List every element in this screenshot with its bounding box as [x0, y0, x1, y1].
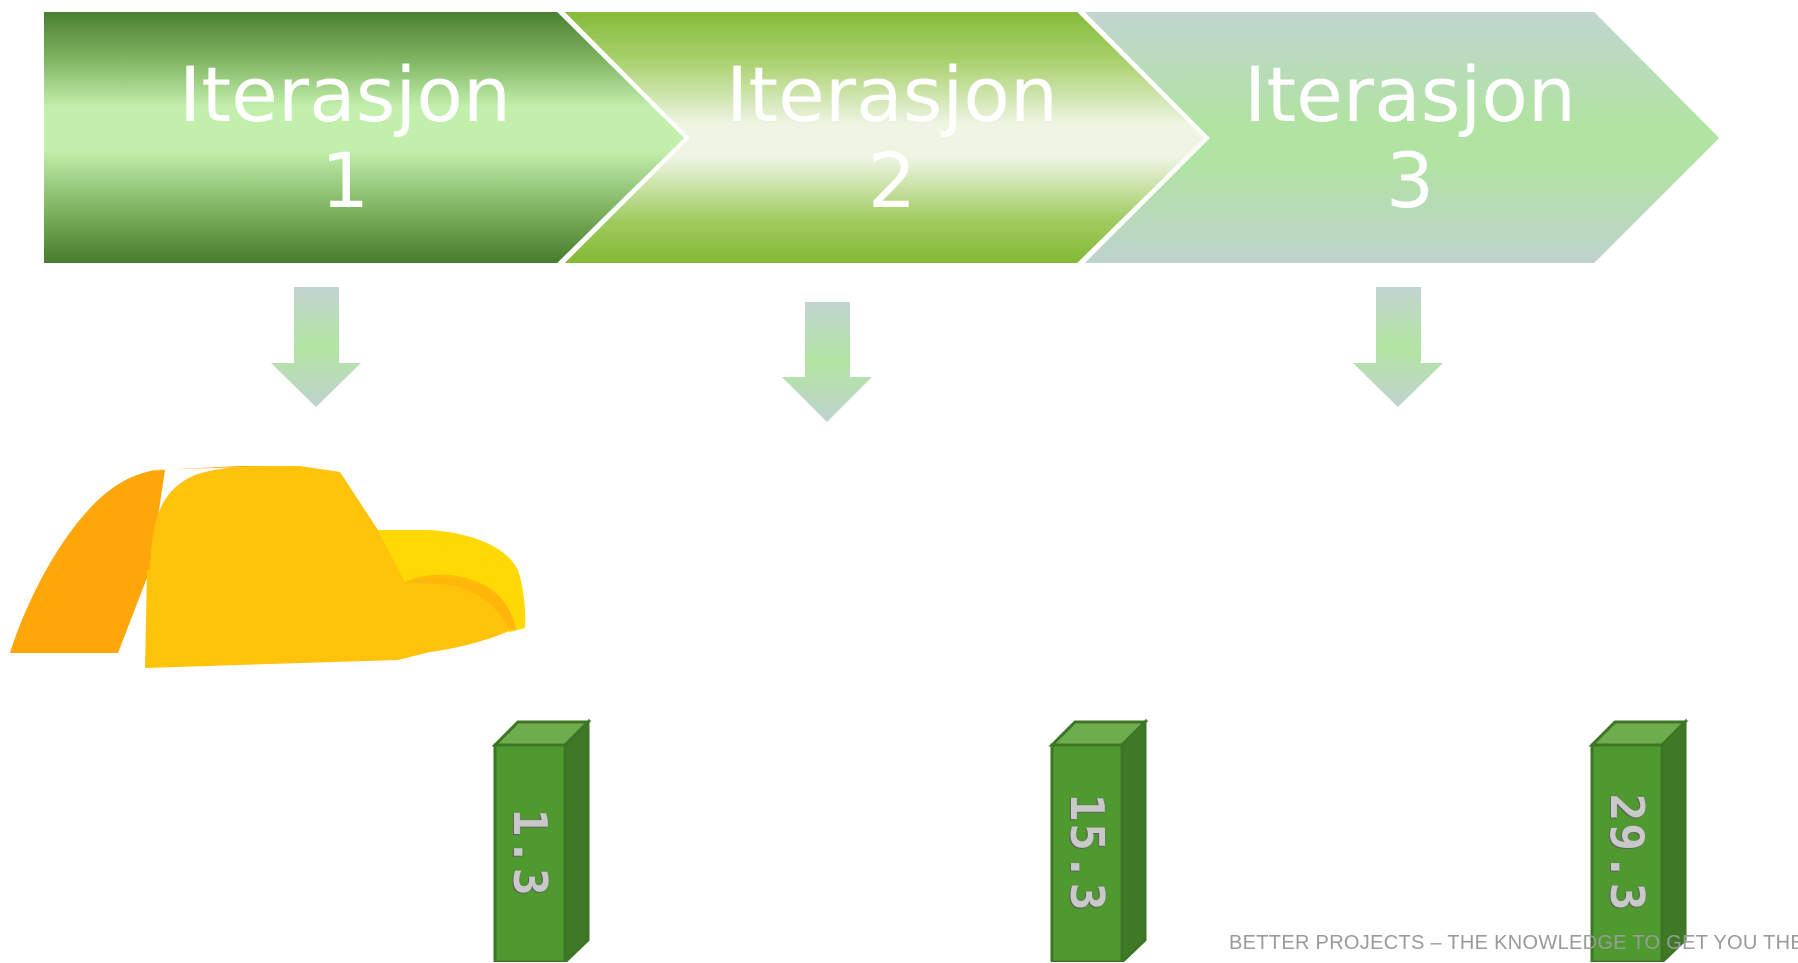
step-3-title: Iterasjon	[1243, 50, 1577, 139]
step-3-label: Iterasjon 3	[1230, 52, 1590, 224]
footer-tagline: BETTER PROJECTS – THE KNOWLEDGE TO GET Y…	[1229, 932, 1798, 954]
step-1-title: Iterasjon	[178, 50, 512, 139]
down-arrow-1-icon	[271, 287, 361, 407]
step-3-number: 3	[1385, 136, 1435, 225]
down-arrow-2-icon	[782, 302, 872, 422]
step-2-title: Iterasjon	[725, 50, 1059, 139]
value-box-1	[491, 718, 592, 962]
value-box-2-label: 15.3	[1060, 793, 1114, 913]
step-2-number: 2	[867, 136, 917, 225]
step-1-number: 1	[320, 136, 370, 225]
step-1-label: Iterasjon 1	[165, 52, 525, 224]
step-1-chevron	[40, 8, 690, 267]
car-illustration	[10, 466, 526, 668]
value-box-3-label: 29.3	[1600, 793, 1654, 913]
down-arrow-3-icon	[1353, 287, 1443, 407]
step-2-label: Iterasjon 2	[712, 52, 1072, 224]
value-box-1-label: 1.3	[503, 808, 557, 898]
value-box-2	[1048, 718, 1149, 962]
value-box-3	[1588, 718, 1689, 962]
